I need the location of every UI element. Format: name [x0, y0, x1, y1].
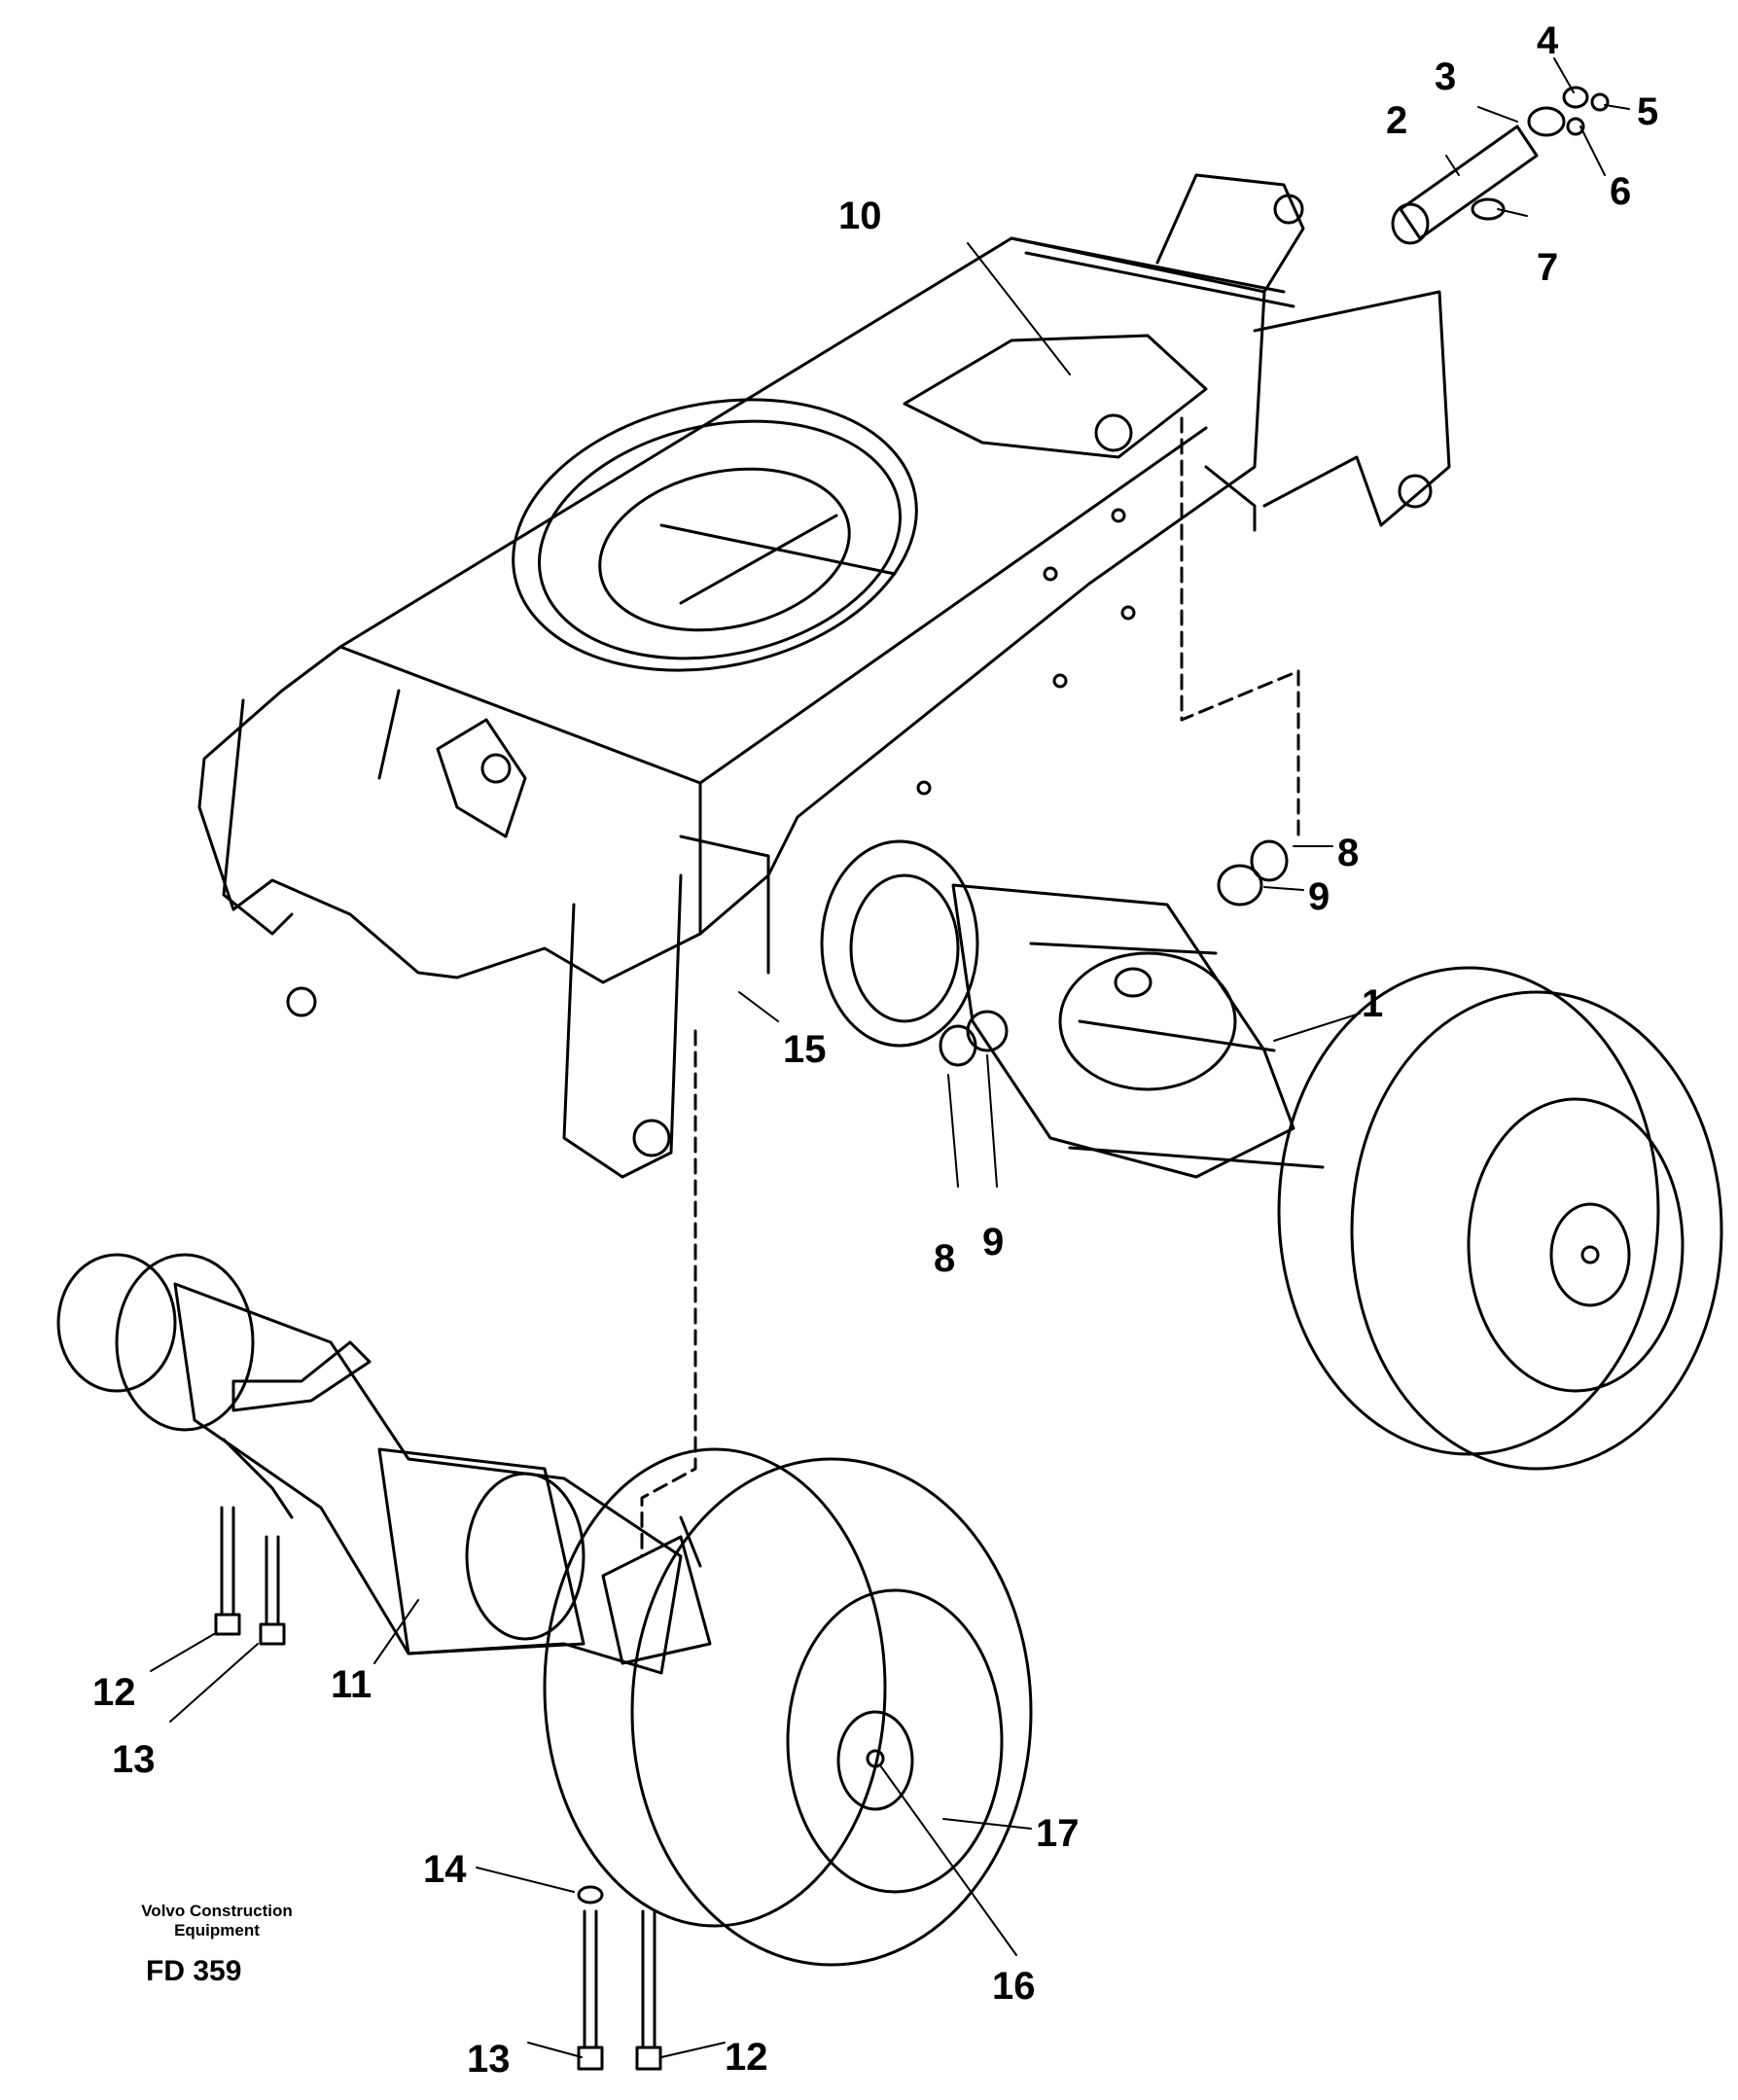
callout-16: 16: [992, 1965, 1036, 2008]
callout-8-lower: 8: [934, 1237, 955, 1280]
undercarriage-frame: [197, 173, 1451, 1179]
bolts-12-13-left: [214, 1506, 286, 1646]
callout-2: 2: [1386, 99, 1407, 142]
callout-11: 11: [331, 1663, 372, 1706]
callout-9-lower: 9: [982, 1221, 1004, 1264]
callout-labels: 1 2 3 4 5 6 7 8 8 9 9 10 11 12 12 13 13 …: [92, 19, 1658, 2081]
callout-4: 4: [1537, 19, 1559, 62]
bushing-8-9-lower: [939, 1010, 1009, 1067]
callout-10: 10: [838, 195, 882, 237]
bolts-12-13-bottom: [577, 1885, 662, 2071]
callout-5: 5: [1637, 90, 1658, 133]
front-axle-assembly: [56, 1253, 1033, 1967]
drawing-code: FD 359: [146, 1955, 242, 1987]
callout-8-upper: 8: [1337, 832, 1359, 874]
callout-12-left: 12: [92, 1671, 136, 1714]
callout-17: 17: [1036, 1812, 1080, 1855]
callout-15: 15: [783, 1028, 827, 1071]
callout-7: 7: [1537, 246, 1558, 289]
callout-3: 3: [1435, 55, 1456, 98]
company-caption: Volvo Construction Equipment: [141, 1902, 293, 1940]
callout-1: 1: [1362, 982, 1383, 1025]
callout-9-upper: 9: [1308, 875, 1330, 918]
callout-14: 14: [423, 1848, 467, 1891]
leader-lines: [150, 57, 1630, 2058]
callout-13-left: 13: [112, 1738, 156, 1781]
callout-12-bottom: 12: [725, 2036, 768, 2079]
callout-13-bottom: 13: [467, 2038, 511, 2081]
pin-assembly-2-7: [1391, 86, 1610, 245]
callout-6: 6: [1610, 170, 1631, 213]
bushing-8-9-upper: [1217, 839, 1289, 907]
rear-axle-assembly: [820, 839, 1723, 1471]
assembly-lines: [640, 416, 1300, 1558]
